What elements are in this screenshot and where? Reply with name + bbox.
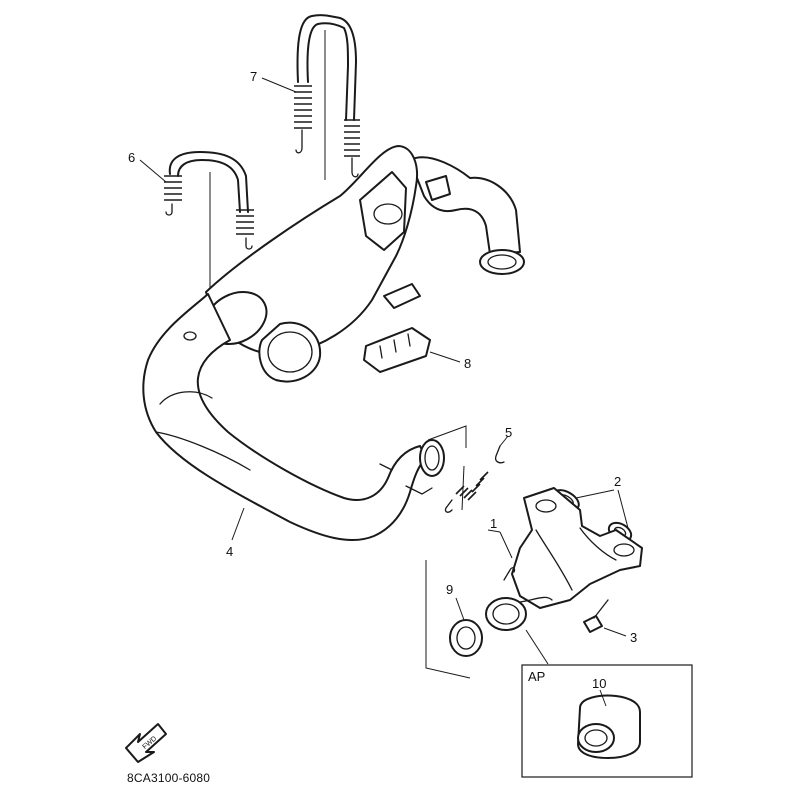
part-8-damper bbox=[363, 327, 461, 373]
callout-9: 9 bbox=[446, 582, 453, 597]
callout-labels: 1 2 3 4 5 6 7 8 9 10 AP bbox=[128, 69, 637, 691]
part-6-spring-clamp bbox=[164, 151, 254, 290]
inset-box-ap bbox=[521, 664, 693, 778]
part-1-manifold bbox=[485, 487, 643, 631]
callout-6: 6 bbox=[128, 150, 135, 165]
fwd-arrow-icon: FWD bbox=[125, 723, 167, 763]
callout-2: 2 bbox=[614, 474, 621, 489]
group-bracket-lines bbox=[425, 425, 549, 679]
part-7-spring-clamp bbox=[294, 14, 360, 180]
inset-box-label: AP bbox=[528, 669, 545, 684]
part-9-seal bbox=[449, 597, 483, 657]
callout-leaders bbox=[139, 77, 501, 533]
callout-5: 5 bbox=[505, 425, 512, 440]
catalog-code: 8CA3100-6080 bbox=[127, 771, 211, 785]
part-4-muffler bbox=[142, 145, 525, 542]
callout-3: 3 bbox=[630, 630, 637, 645]
callout-7: 7 bbox=[250, 69, 257, 84]
part-3-bolt bbox=[583, 599, 627, 637]
callout-4: 4 bbox=[226, 544, 233, 559]
callout-8: 8 bbox=[464, 356, 471, 371]
callout-1: 1 bbox=[490, 516, 497, 531]
callout-10: 10 bbox=[592, 676, 606, 691]
part-5-spring bbox=[444, 435, 509, 513]
